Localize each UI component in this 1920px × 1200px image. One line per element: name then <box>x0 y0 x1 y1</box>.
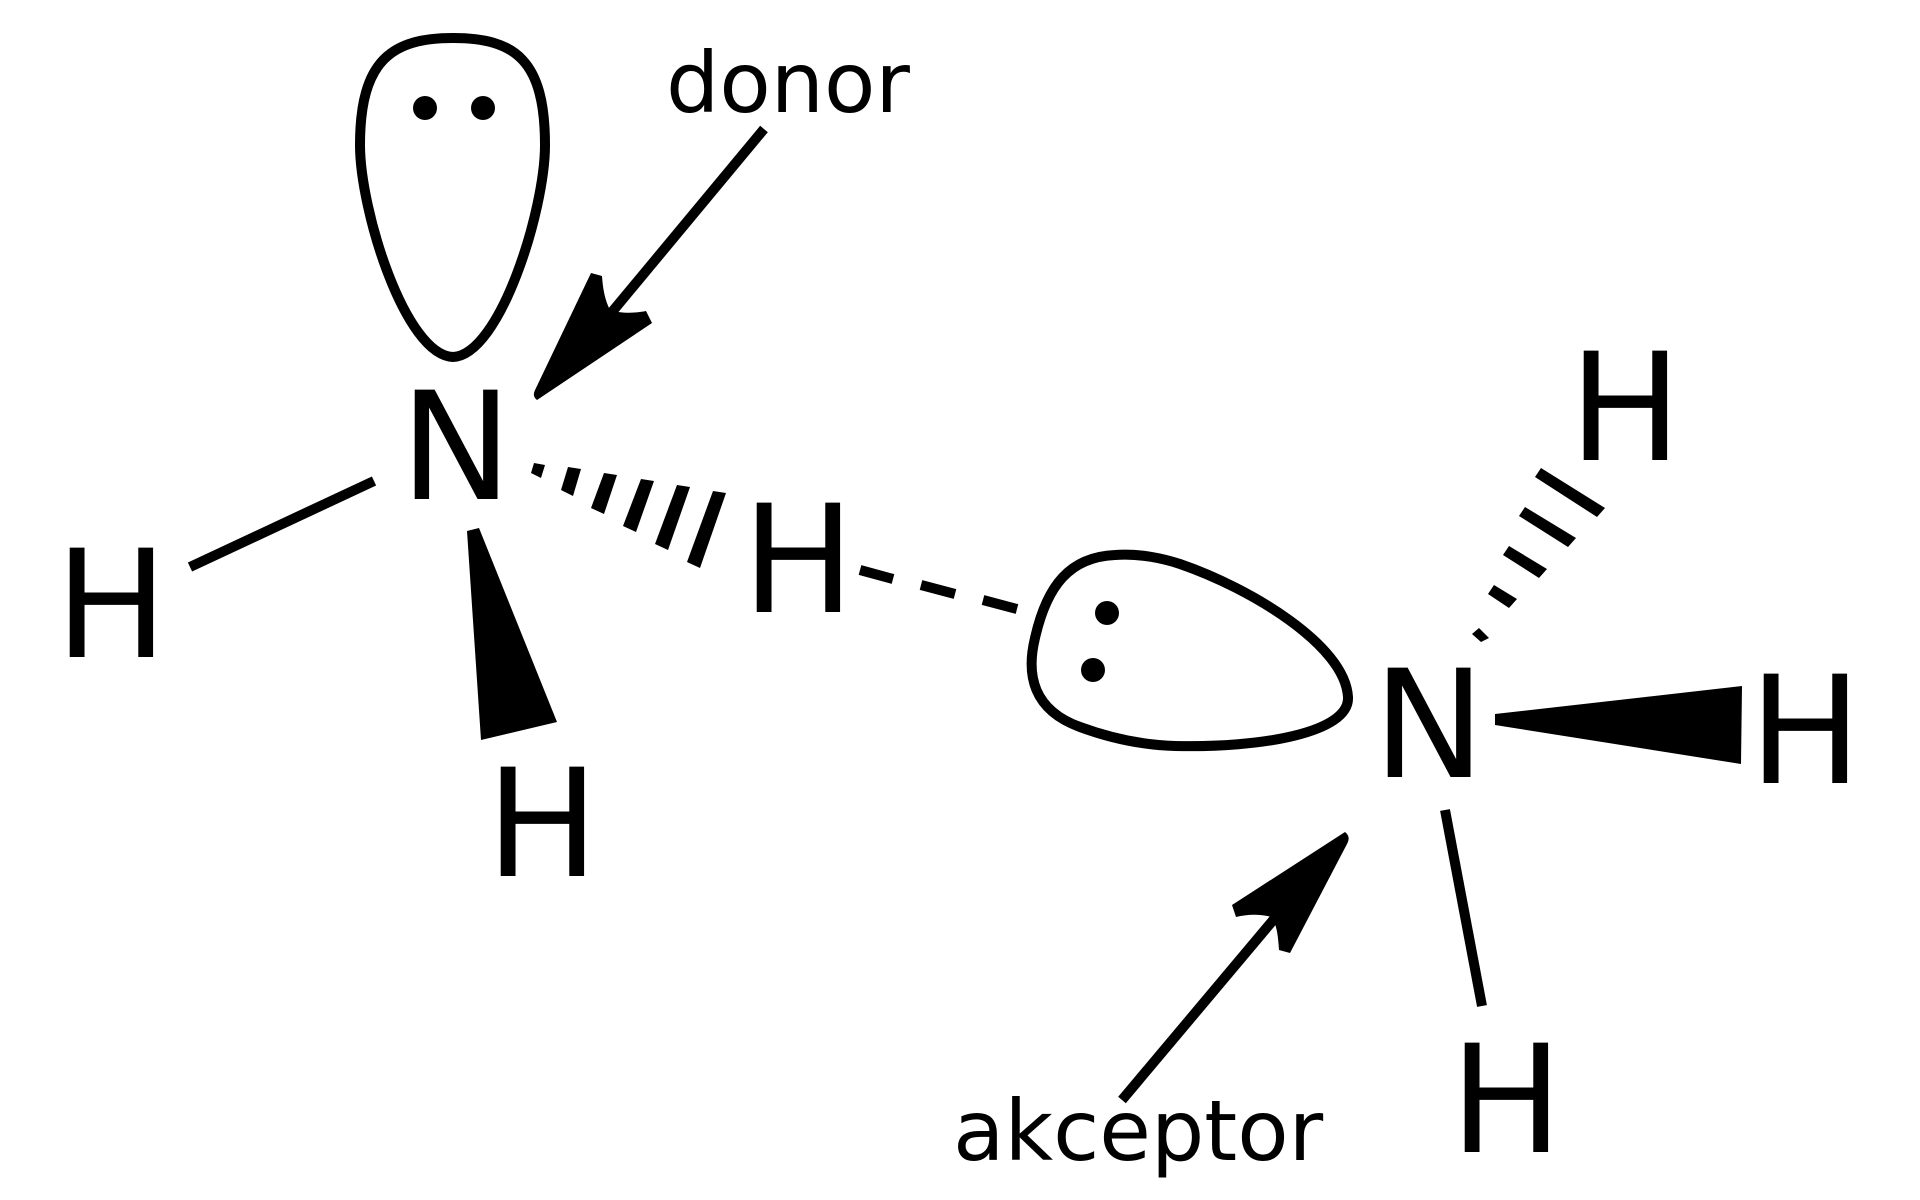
acceptor-label: akceptor <box>953 1082 1324 1180</box>
electron-dot <box>1095 601 1119 625</box>
electron-dot <box>1081 658 1105 682</box>
nitrogen-atom-right: N <box>1373 639 1485 813</box>
bond-plain <box>187 476 377 572</box>
donor-arrow <box>533 125 768 400</box>
hydrogen-atom-right: H <box>1749 645 1862 819</box>
bond-hashed-wedge <box>531 463 726 568</box>
donor-label: donor <box>666 34 910 132</box>
hydrogen-atom-bottom-right: H <box>1450 1014 1563 1188</box>
electron-dot <box>413 96 437 120</box>
hydrogen-bond-dashed <box>858 565 1019 614</box>
lone-pair-lobe-top <box>354 32 551 363</box>
hydrogen-atom-left: H <box>55 519 168 693</box>
lone-pair-lobe-right <box>1026 549 1353 752</box>
nitrogen-atom-left: N <box>400 361 512 535</box>
bond-hashed-wedge-right <box>1472 468 1605 642</box>
hydrogen-atom-top-right: H <box>1569 322 1682 496</box>
bond-solid-wedge <box>467 528 557 740</box>
bond-plain-right <box>1440 809 1487 1007</box>
acceptor-arrow <box>1118 832 1349 1104</box>
bond-solid-wedge-right <box>1495 686 1742 764</box>
electron-dot <box>471 96 495 120</box>
hydrogen-atom-shared: H <box>742 474 855 648</box>
hydrogen-atom-bottom-left: H <box>486 738 599 912</box>
